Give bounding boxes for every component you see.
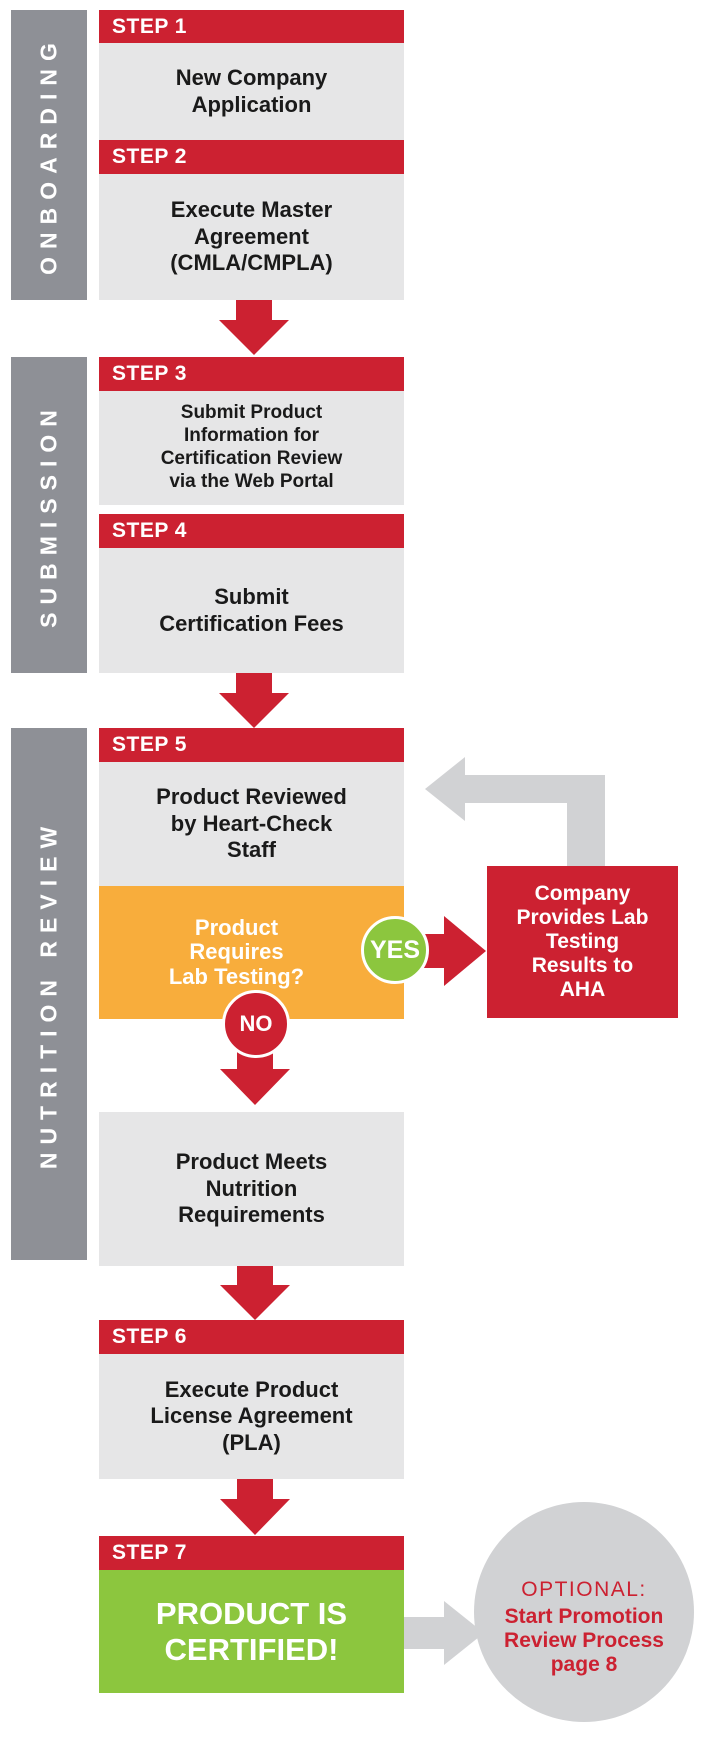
step-1-header: STEP 1 bbox=[99, 10, 404, 43]
step-6-box: Execute Product License Agreement (PLA) bbox=[99, 1354, 404, 1479]
optional-title[interactable]: Start Promotion Review Process bbox=[504, 1605, 664, 1653]
flow-arrow-4-shape bbox=[220, 1479, 290, 1535]
flow-arrow-2 bbox=[219, 673, 289, 728]
meets-requirements-box: Product Meets Nutrition Requirements bbox=[99, 1112, 404, 1266]
certified-text: PRODUCT IS CERTIFIED! bbox=[155, 1595, 348, 1667]
lab-results-text: Company Provides Lab Testing Results to … bbox=[516, 881, 649, 1002]
optional-arrow bbox=[404, 1601, 484, 1665]
step-2-box: Execute Master Agreement (CMLA/CMPLA) bbox=[99, 174, 404, 300]
step-7-header: STEP 7 bbox=[99, 1536, 404, 1570]
step-4-text: Submit Certification Fees bbox=[159, 584, 344, 636]
yes-arrow-shape bbox=[400, 916, 486, 986]
step-7-label: STEP 7 bbox=[112, 1541, 187, 1564]
no-badge: NO bbox=[222, 990, 290, 1058]
lab-testing-decision-box: Product Requires Lab Testing? bbox=[99, 886, 404, 1019]
flow-arrow-4 bbox=[220, 1479, 290, 1535]
meets-requirements-text: Product Meets Nutrition Requirements bbox=[175, 1149, 328, 1228]
step-5-header: STEP 5 bbox=[99, 728, 404, 762]
yes-arrow bbox=[400, 916, 486, 986]
optional-arrow-shape bbox=[404, 1601, 484, 1665]
step-3-header: STEP 3 bbox=[99, 357, 404, 391]
flow-arrow-1-shape bbox=[219, 300, 289, 355]
flow-arrow-2-shape bbox=[219, 673, 289, 728]
loop-back-arrow-shape bbox=[425, 757, 605, 867]
section-label-onboarding: ONBOARDING bbox=[35, 35, 62, 275]
optional-text-block: OPTIONAL: Start Promotion Review Process… bbox=[474, 1578, 694, 1677]
yes-label: YES bbox=[369, 935, 421, 964]
section-label-submission: SUBMISSION bbox=[35, 402, 62, 628]
lab-testing-question: Product Requires Lab Testing? bbox=[168, 914, 305, 989]
lab-results-box: Company Provides Lab Testing Results to … bbox=[487, 866, 678, 1018]
no-label: NO bbox=[239, 1011, 273, 1036]
flow-arrow-3 bbox=[220, 1266, 290, 1320]
section-bar-submission: SUBMISSION bbox=[11, 357, 87, 673]
step-1-label: STEP 1 bbox=[112, 14, 187, 38]
step-4-header: STEP 4 bbox=[99, 514, 404, 548]
optional-label: OPTIONAL: bbox=[521, 1578, 647, 1601]
step-6-label: STEP 6 bbox=[112, 1325, 187, 1348]
certified-box: PRODUCT IS CERTIFIED! bbox=[99, 1570, 404, 1693]
section-bar-onboarding: ONBOARDING bbox=[11, 10, 87, 300]
step-5-text: Product Reviewed by Heart-Check Staff bbox=[156, 784, 347, 863]
step-5-label: STEP 5 bbox=[112, 733, 187, 756]
flow-arrow-1 bbox=[219, 300, 289, 355]
step-3-label: STEP 3 bbox=[112, 362, 187, 385]
loop-back-arrow bbox=[425, 757, 625, 867]
optional-page-link[interactable]: page 8 bbox=[550, 1653, 618, 1677]
section-bar-nutrition-review: NUTRITION REVIEW bbox=[11, 728, 87, 1260]
section-label-nutrition-review: NUTRITION REVIEW bbox=[35, 818, 62, 1170]
step-6-header: STEP 6 bbox=[99, 1320, 404, 1354]
step-3-box: Submit Product Information for Certifica… bbox=[99, 391, 404, 505]
step-4-label: STEP 4 bbox=[112, 519, 187, 542]
step-3-text: Submit Product Information for Certifica… bbox=[160, 402, 343, 492]
step-5-box: Product Reviewed by Heart-Check Staff bbox=[99, 762, 404, 886]
yes-badge: YES bbox=[361, 916, 429, 984]
step-2-header: STEP 2 bbox=[99, 140, 404, 174]
step-2-label: STEP 2 bbox=[112, 145, 187, 168]
step-6-text: Execute Product License Agreement (PLA) bbox=[150, 1376, 353, 1455]
step-1-text: New Company Application bbox=[175, 65, 328, 117]
step-2-text: Execute Master Agreement (CMLA/CMPLA) bbox=[170, 197, 333, 276]
step-4-box: Submit Certification Fees bbox=[99, 548, 404, 673]
flow-arrow-3-shape bbox=[220, 1266, 290, 1320]
optional-circle bbox=[474, 1502, 694, 1722]
step-1-box: New Company Application bbox=[99, 43, 404, 140]
